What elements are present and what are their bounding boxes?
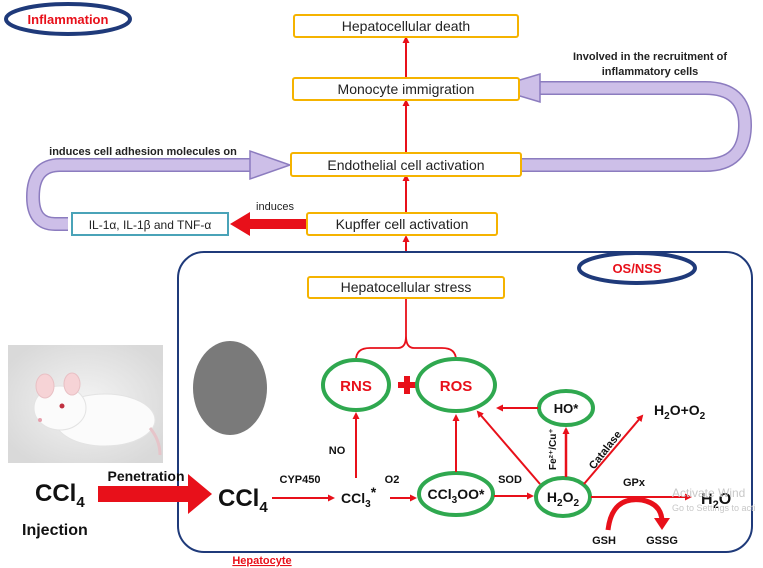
box-hepatocellular-death: Hepatocellular death (293, 14, 519, 38)
o2-text: O2 (385, 474, 400, 486)
svg-text:ROS: ROS (440, 378, 473, 395)
gpx-text: GPx (623, 477, 646, 489)
os-nss-label: OS/NSS (577, 251, 697, 285)
ho-radical-node: HO* (537, 389, 595, 427)
penetration-text: Penetration (107, 468, 184, 484)
nucleus-disc (193, 341, 267, 435)
gssg-text: GSSG (646, 535, 678, 547)
brace-connector (355, 299, 457, 361)
sod-text: SOD (498, 474, 522, 486)
metal-ions-text: Fe²⁺/Cu⁺ (548, 428, 559, 470)
activate-windows-watermark: Activate Wind (672, 486, 745, 500)
ccl3-radical: CCl3* (341, 484, 377, 510)
svg-text:Kupffer cell activation: Kupffer cell activation (336, 216, 469, 232)
h2o-o2-product: H2O+O2 (654, 402, 706, 422)
injection-text: Injection (22, 522, 88, 539)
svg-text:HO*: HO* (554, 401, 580, 416)
h2o-product: H2O (701, 491, 731, 511)
ccl3oo-node: CCl3OO* (417, 471, 495, 517)
hepatocyte-label: Hepatocyte (232, 555, 291, 567)
ccl4-left: CCl4 (35, 480, 85, 511)
svg-text:Hepatocellular death: Hepatocellular death (342, 18, 470, 34)
adhesion-loop-arrow (25, 149, 293, 231)
ccl4-hepatocyte: CCl4 (218, 485, 268, 516)
svg-text:Endothelial cell activation: Endothelial cell activation (327, 157, 484, 173)
svg-text:Inflammation: Inflammation (28, 12, 109, 27)
gsh-gssg-arrow (605, 497, 670, 531)
box-endothelial-activation: Endothelial cell activation (290, 152, 522, 177)
no-text: NO (329, 445, 346, 457)
rns-node: RNS (321, 358, 391, 412)
recruitment-text-line1: Involved in the recruitment of (573, 51, 727, 63)
ros-node: ROS (415, 357, 497, 413)
plus-icon (398, 376, 416, 394)
cyp450-text: CYP450 (280, 474, 321, 486)
box-monocyte-immigration: Monocyte immigration (292, 77, 520, 101)
svg-text:OS/NSS: OS/NSS (612, 261, 661, 276)
inflammation-label: Inflammation (4, 2, 132, 36)
adhesion-text: induces cell adhesion molecules on (49, 146, 237, 158)
recruitment-loop-arrow (490, 72, 753, 172)
svg-text:Hepatocellular stress: Hepatocellular stress (341, 279, 472, 295)
box-cytokines: IL-1α, IL-1β and TNF-α (71, 212, 229, 236)
box-hepatocellular-stress: Hepatocellular stress (307, 276, 505, 299)
svg-text:IL-1α, IL-1β and TNF-α: IL-1α, IL-1β and TNF-α (89, 218, 212, 232)
box-kupffer-activation: Kupffer cell activation (306, 212, 498, 236)
activate-windows-subtext: Go to Settings to acti (672, 503, 756, 513)
h2o2-node: H2O2 (534, 476, 592, 518)
gsh-text: GSH (592, 535, 616, 547)
svg-text:CCl3OO*: CCl3OO* (428, 486, 485, 506)
svg-text:RNS: RNS (340, 378, 372, 395)
svg-text:Monocyte immigration: Monocyte immigration (338, 81, 475, 97)
induces-text: induces (256, 201, 294, 213)
svg-text:H2O2: H2O2 (547, 489, 580, 509)
recruitment-text-line2: inflammatory cells (602, 66, 699, 78)
penetration-arrow (98, 474, 212, 514)
induces-arrow (230, 212, 306, 236)
rat-image (8, 345, 163, 463)
